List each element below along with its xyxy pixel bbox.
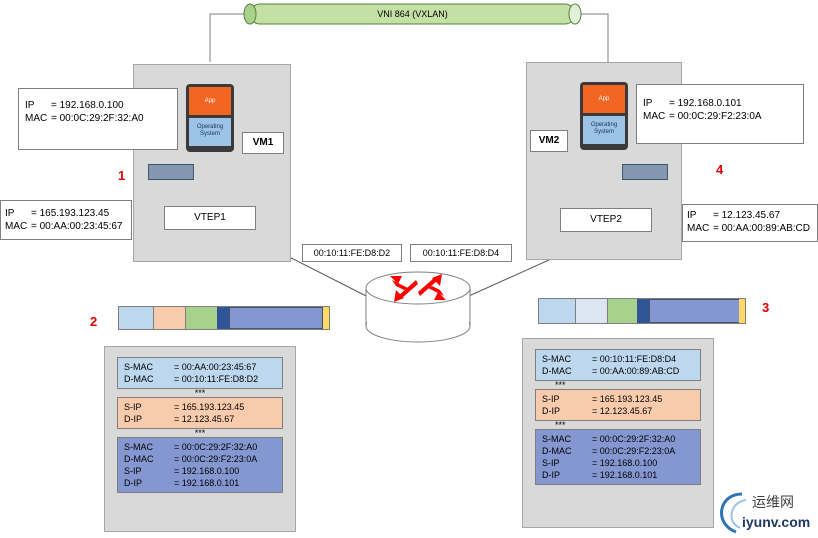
vm2-os-block: Operating System xyxy=(583,116,625,144)
vtep2-box: VTEP2 xyxy=(560,208,652,232)
router-mac-right: 00:10:11:FE:D8:D4 xyxy=(410,244,512,262)
vm2-label: VM2 xyxy=(530,130,568,152)
outer-ip-block: S-IP= 165.193.123.45 D-IP= 12.123.45.67 xyxy=(117,397,283,429)
step-number-2: 2 xyxy=(90,314,98,329)
packet-bar-right xyxy=(538,298,746,324)
step-number-4: 4 xyxy=(716,162,724,177)
vm1-os-block: Operating System xyxy=(189,118,231,146)
vm1-nic xyxy=(148,164,194,180)
frame-detail-right: S-MAC= 00:10:11:FE:D8:D4 D-MAC= 00:AA:00… xyxy=(522,338,714,528)
inner-frame-block: S-MAC= 00:0C:29:2F:32:A0 D-MAC= 00:0C:29… xyxy=(535,429,701,485)
outer-mac-block: S-MAC= 00:10:11:FE:D8:D4 D-MAC= 00:AA:00… xyxy=(535,349,701,381)
vm2-software-stack: App Operating System xyxy=(580,82,628,150)
step-number-3: 3 xyxy=(762,300,770,315)
outer-ip-block: S-IP= 165.193.123.45 D-IP= 12.123.45.67 xyxy=(535,389,701,421)
outer-mac-block: S-MAC= 00:AA:00:23:45:67 D-MAC= 00:10:11… xyxy=(117,357,283,389)
vm2-app-block: App xyxy=(583,85,625,113)
watermark-logo: 运维网 iyunv.com xyxy=(712,488,818,538)
vtep1-address-box: IP= 165.193.123.45 MAC= 00:AA:00:23:45:6… xyxy=(0,200,132,240)
vm1-address-box: IP= 192.168.0.100 MAC= 00:0C:29:2F:32:A0 xyxy=(18,88,178,150)
vtep2-address-box: IP= 12.123.45.67 MAC= 00:AA:00:89:AB:CD xyxy=(682,204,818,242)
router-icon xyxy=(365,271,471,343)
vm2-nic xyxy=(622,164,668,180)
watermark-swoosh-icon xyxy=(720,492,747,534)
vm1-app-block: App xyxy=(189,87,231,115)
vm2-address-box: IP= 192.168.0.101 MAC= 00:0C:29:F2:23:0A xyxy=(636,84,804,144)
watermark-text-en: iyunv.com xyxy=(742,514,811,530)
packet-bar-left xyxy=(118,306,330,330)
tunnel-label: VNI 864 (VXLAN) xyxy=(377,9,448,19)
vm1-label: VM1 xyxy=(242,132,284,154)
vtep1-box: VTEP1 xyxy=(164,206,256,230)
step-number-1: 1 xyxy=(118,168,126,183)
frame-detail-left: S-MAC= 00:AA:00:23:45:67 D-MAC= 00:10:11… xyxy=(104,346,296,532)
watermark-text-cn: 运维网 xyxy=(752,494,794,510)
router-mac-left: 00:10:11:FE:D8:D2 xyxy=(302,244,402,262)
inner-frame-block: S-MAC= 00:0C:29:2F:32:A0 D-MAC= 00:0C:29… xyxy=(117,437,283,493)
vm1-software-stack: App Operating System xyxy=(186,84,234,152)
